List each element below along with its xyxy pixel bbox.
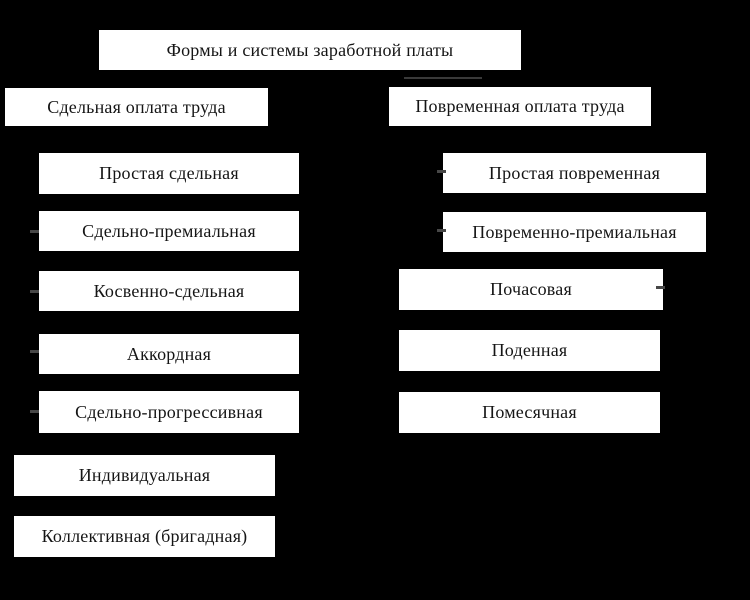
node-kollektivnaya-brigadnaya: Коллективная (бригадная) bbox=[13, 515, 276, 558]
node-prostaya-sdelnaya: Простая сдельная bbox=[38, 152, 300, 195]
piecework-header-box: Сдельная оплата труда bbox=[4, 87, 269, 127]
node-sdelno-premialnaya: Сдельно-премиальная bbox=[38, 210, 300, 252]
node-kosvenno-sdelnaya: Косвенно-сдельная bbox=[38, 270, 300, 312]
connector-tick bbox=[30, 230, 39, 233]
connector-tick bbox=[437, 229, 446, 232]
connector-tick bbox=[656, 286, 665, 289]
node-pomesyachnaya: Помесячная bbox=[398, 391, 661, 434]
connector-line bbox=[404, 77, 482, 79]
connector-tick bbox=[437, 170, 446, 173]
node-akkordnaya: Аккордная bbox=[38, 333, 300, 375]
node-podennaya: Поденная bbox=[398, 329, 661, 372]
connector-tick bbox=[30, 290, 39, 293]
node-pochasovaya: Почасовая bbox=[398, 268, 664, 311]
node-sdelno-progressivnaya: Сдельно-прогрессивная bbox=[38, 390, 300, 434]
node-individualnaya: Индивидуальная bbox=[13, 454, 276, 497]
connector-tick bbox=[30, 350, 39, 353]
time-based-header-box: Повременная оплата труда bbox=[388, 86, 652, 127]
diagram-title-box: Формы и системы заработной платы bbox=[98, 29, 522, 71]
node-povremenno-premialnaya: Повременно-премиальная bbox=[442, 211, 707, 253]
node-prostaya-povremennaya: Простая повременная bbox=[442, 152, 707, 194]
connector-tick bbox=[30, 410, 39, 413]
